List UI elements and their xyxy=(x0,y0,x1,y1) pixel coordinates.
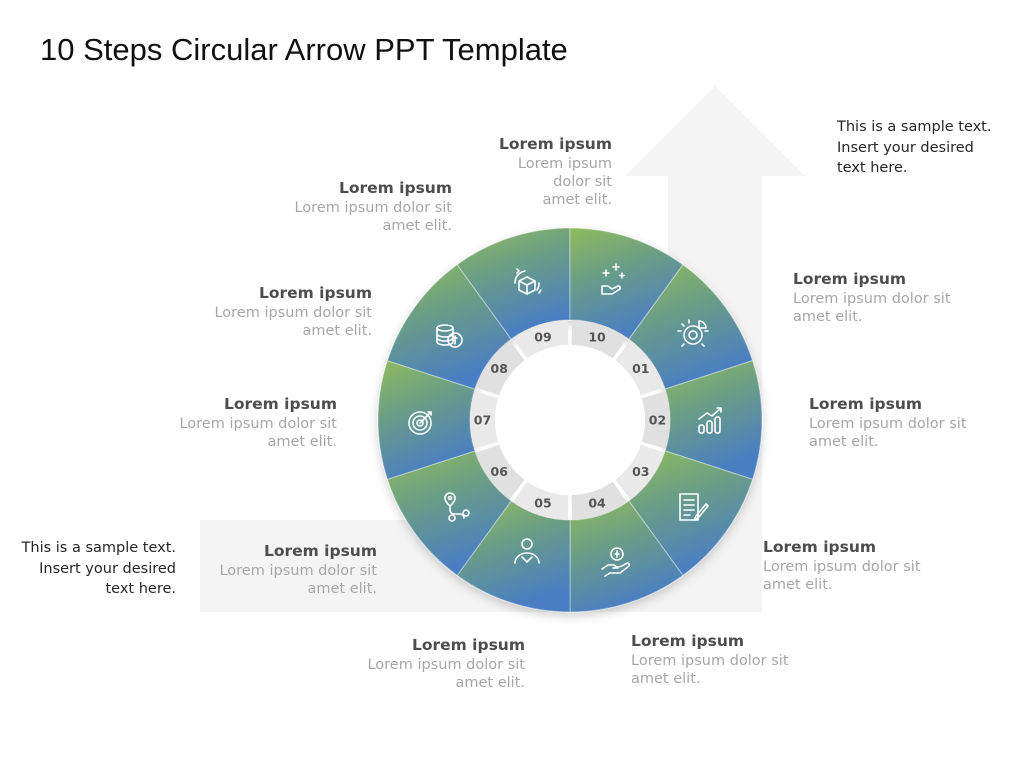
cube-cycle-icon xyxy=(514,268,542,295)
step-number-03: 03 xyxy=(632,464,649,479)
target-icon xyxy=(408,411,432,435)
step-03-label: Lorem ipsum Lorem ipsum dolor sit amet e… xyxy=(763,538,928,594)
coins-icon xyxy=(436,324,463,348)
step-body: Lorem ipsum dolor sit amet elit. xyxy=(294,200,452,234)
inner-segment-03 xyxy=(615,444,665,500)
step-number-04: 04 xyxy=(588,496,606,511)
hand-sparkles-icon xyxy=(601,263,626,295)
step-number-06: 06 xyxy=(491,464,509,479)
step-heading: Lorem ipsum xyxy=(793,270,907,288)
step-05-label: Lorem ipsum Lorem ipsum dolor sit amet e… xyxy=(360,636,525,692)
step-number-02: 02 xyxy=(649,413,666,428)
inner-segment-04 xyxy=(571,481,628,520)
step-number-10: 10 xyxy=(588,329,606,344)
step-02-label: Lorem ipsum Lorem ipsum dolor sit amet e… xyxy=(809,395,974,451)
step-heading: Lorem ipsum xyxy=(411,636,525,654)
step-heading: Lorem ipsum xyxy=(223,395,337,413)
step-10-label: Lorem ipsum Lorem ipsum dolor sit amet e… xyxy=(432,135,612,209)
inner-segment-06 xyxy=(475,444,525,500)
step-number-07: 07 xyxy=(474,413,491,428)
step-number-01: 01 xyxy=(632,361,649,376)
inner-segment-07 xyxy=(470,391,499,449)
person-handshake-icon xyxy=(514,538,540,564)
step-06-label: Lorem ipsum Lorem ipsum dolor sit amet e… xyxy=(212,542,377,598)
sample-note-bottom-left: This is a sample text. Insert your desir… xyxy=(21,540,176,597)
step-07-label: Lorem ipsum Lorem ipsum dolor sit amet e… xyxy=(172,395,337,451)
step-body: Lorem ipsum dolor sit amet elit. xyxy=(763,559,921,593)
inner-segment-05 xyxy=(512,481,569,520)
inner-segment-02 xyxy=(641,391,670,449)
bar-chart-growth-icon xyxy=(698,407,722,434)
step-heading: Lorem ipsum xyxy=(763,538,877,556)
step-body: Lorem ipsum dolor sit amet elit. xyxy=(367,657,525,691)
step-body: Lorem ipsum dolor sit amet elit. xyxy=(809,416,967,450)
step-body: Lorem ipsum dolor sit amet elit. xyxy=(631,653,789,687)
step-heading: Lorem ipsum xyxy=(631,632,745,650)
step-body: Lorem ipsum dolor sit amet elit. xyxy=(219,563,377,597)
inner-segment-01 xyxy=(615,340,665,396)
gear-pie-chart-icon xyxy=(677,319,709,347)
inner-segment-09 xyxy=(512,320,569,359)
step-08-label: Lorem ipsum Lorem ipsum dolor sit amet e… xyxy=(207,284,372,340)
step-01-label: Lorem ipsum Lorem ipsum dolor sit amet e… xyxy=(793,270,958,326)
center-hole xyxy=(495,345,645,495)
slide-title: 10 Steps Circular Arrow PPT Template xyxy=(40,32,568,67)
document-edit-icon xyxy=(679,493,709,521)
step-heading: Lorem ipsum xyxy=(809,395,923,413)
step-heading: Lorem ipsum xyxy=(498,135,612,153)
inner-segment-10 xyxy=(571,320,628,359)
step-number-08: 08 xyxy=(491,361,508,376)
step-number-05: 05 xyxy=(534,496,551,511)
step-body: Lorem ipsum dolor sit amet elit. xyxy=(179,416,337,450)
sample-note-top-right: This is a sample text. Insert your desir… xyxy=(837,119,992,176)
step-heading: Lorem ipsum xyxy=(338,179,452,197)
step-body: Lorem ipsum dolor sit amet elit. xyxy=(214,305,372,339)
route-pin-icon xyxy=(444,492,470,522)
step-heading: Lorem ipsum xyxy=(258,284,372,302)
step-body: Lorem ipsum dolor sit amet elit. xyxy=(793,291,951,325)
step-body: Lorem ipsum dolor sit amet elit. xyxy=(512,155,612,209)
step-number-09: 09 xyxy=(534,329,551,344)
inner-segment-08 xyxy=(475,340,525,396)
hand-dollar-icon xyxy=(601,547,631,577)
step-heading: Lorem ipsum xyxy=(263,542,377,560)
step-09-label: Lorem ipsum Lorem ipsum dolor sit amet e… xyxy=(262,179,452,235)
step-body-text: Lorem ipsum dolor sit amet xyxy=(517,156,612,208)
step-body-text-end: elit. xyxy=(584,192,612,208)
step-04-label: Lorem ipsum Lorem ipsum dolor sit amet e… xyxy=(631,632,796,688)
